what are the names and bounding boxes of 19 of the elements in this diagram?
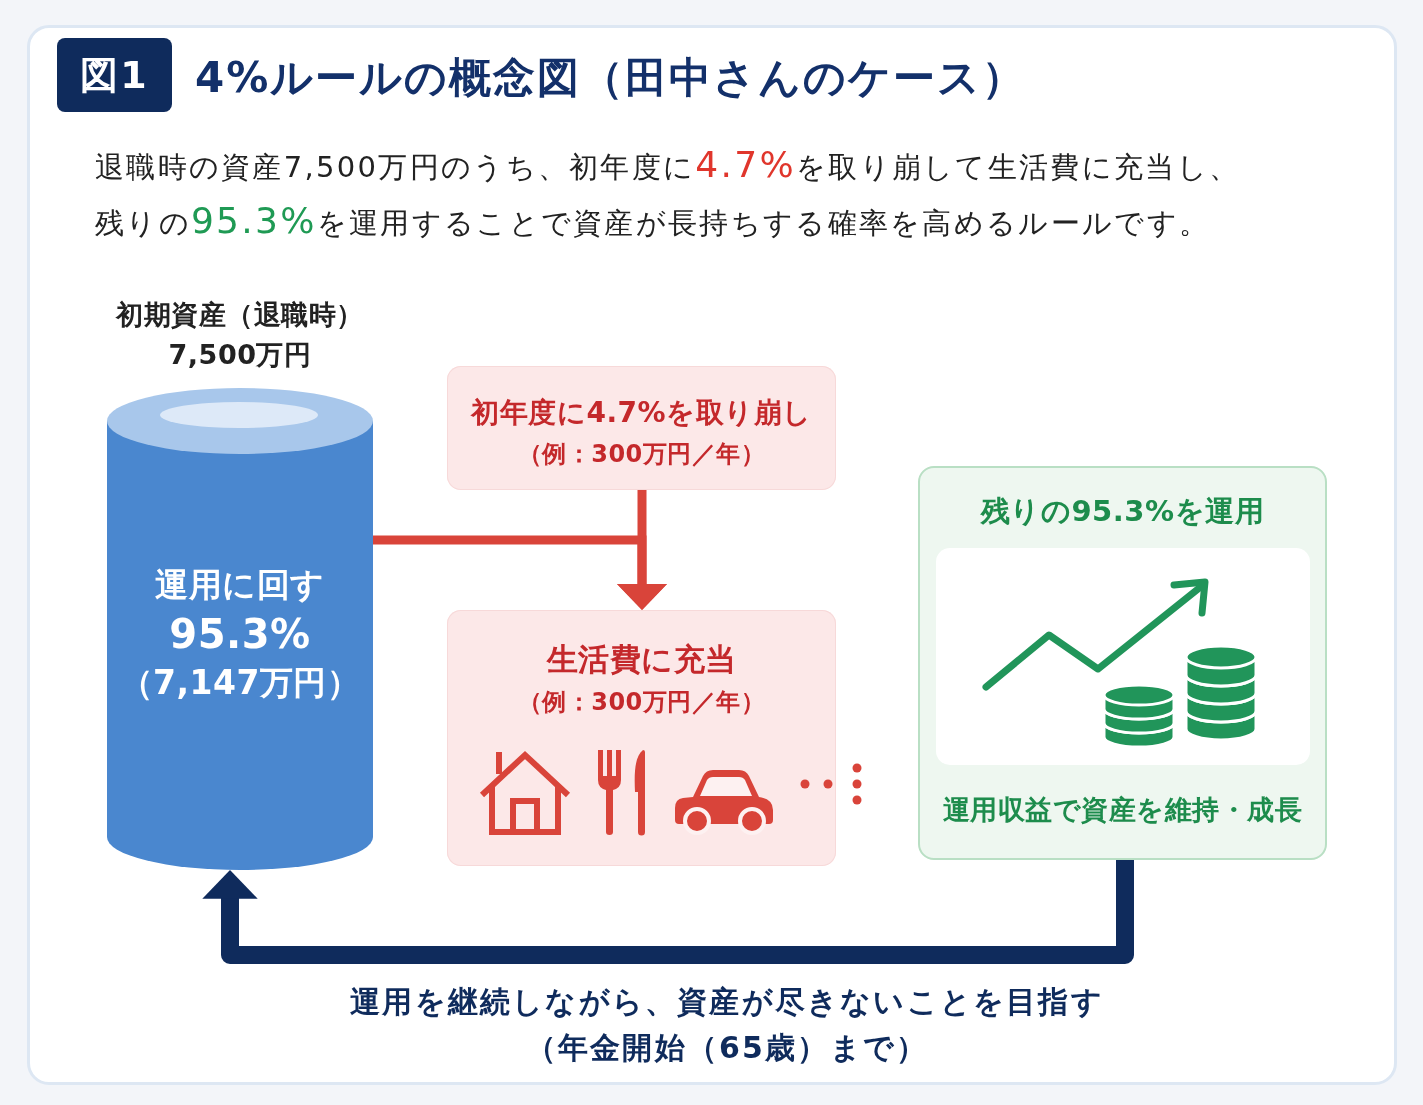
info-box bbox=[447, 366, 836, 490]
panel-heading: 残りの95.3%を運用 bbox=[980, 493, 1265, 530]
intro-paragraph: 退職時の資産7,500万円のうち、初年度に4.7%を取り崩して生活費に充当し、残りの95.3%を運用することで資産が長持ちする確率を高めるルールです。 bbox=[95, 143, 1242, 243]
panel-caption: 運用収益で資産を維持・成長 bbox=[942, 793, 1303, 827]
asset-heading: 初期資産（退職時） bbox=[116, 298, 364, 332]
amount-value: （7,147万円） bbox=[119, 662, 361, 704]
diagram-title: 4%ルールの概念図（田中さんのケース） bbox=[195, 52, 1027, 104]
arrow bbox=[202, 860, 1134, 964]
box-subtext: （例：300万円／年） bbox=[517, 439, 766, 470]
box-heading: 生活費に充当 bbox=[546, 640, 737, 678]
edge-label: 運用を継続しながら、資産が尽きないことを目指す（年金開始（65歳）まで） bbox=[349, 983, 1105, 1067]
figure-badge: 図1 bbox=[57, 38, 172, 112]
info-panel bbox=[918, 466, 1327, 860]
box-heading: 初年度に4.7%を取り崩し bbox=[471, 395, 812, 431]
asset-amount: 7,500万円 bbox=[168, 338, 312, 372]
box-subtext: （例：300万円／年） bbox=[517, 687, 766, 718]
percentage-value: 95.3% bbox=[169, 610, 311, 659]
cylinder-label: 運用に回す bbox=[155, 564, 325, 606]
arrow bbox=[617, 490, 667, 610]
